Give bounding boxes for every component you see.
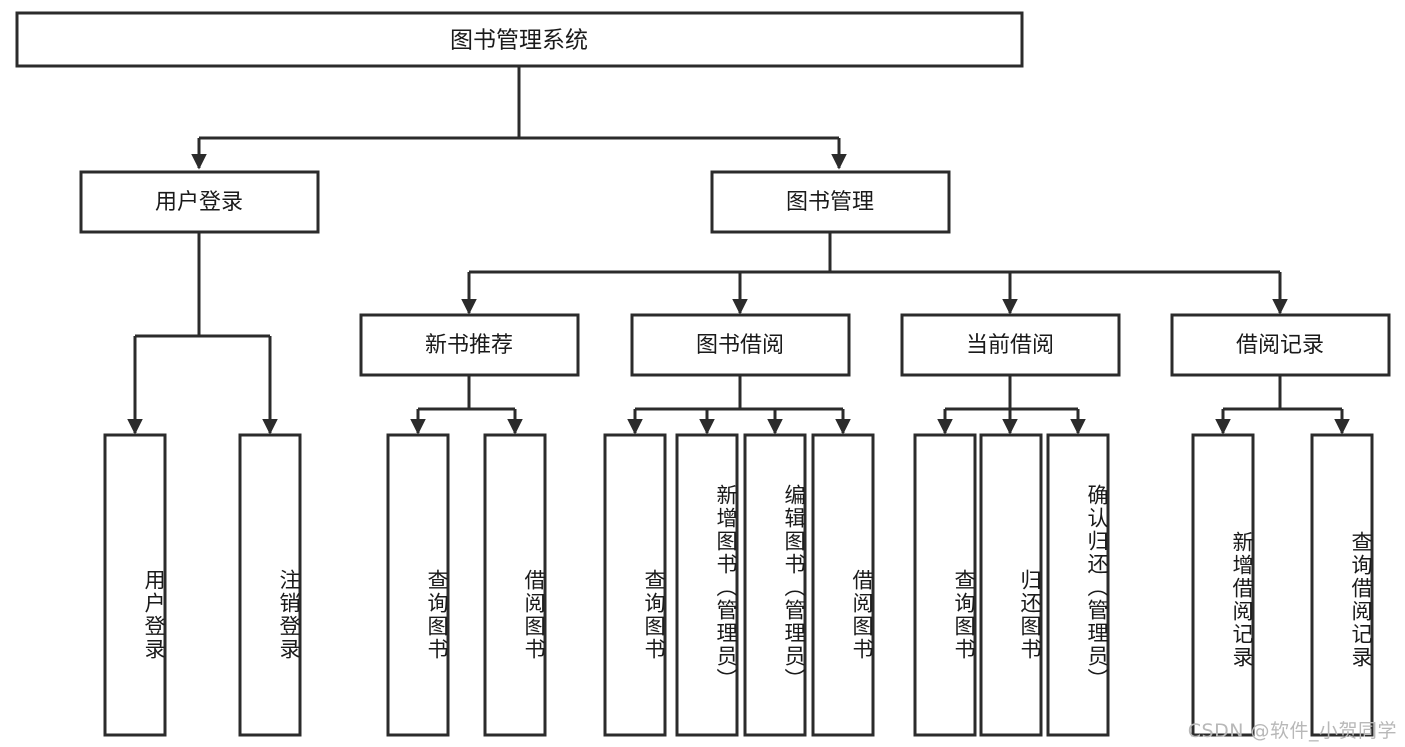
node-new-book-recommend[interactable]: 新书推荐	[359, 313, 580, 377]
node-book-management-label: 图书管理	[786, 190, 874, 215]
leaf-rect-cur-query[interactable]	[913, 433, 977, 737]
leaf-rect-bw-edit[interactable]	[743, 433, 807, 737]
leaf-rect-rec-add[interactable]	[1191, 433, 1255, 737]
leaf-rects	[103, 433, 1374, 737]
leaf-rect-cur-confirm[interactable]	[1046, 433, 1110, 737]
node-book-borrow-label: 图书借阅	[696, 333, 784, 358]
node-book-borrow[interactable]: 图书借阅	[630, 313, 851, 377]
node-user-login[interactable]: 用户登录	[79, 170, 320, 234]
leaf-rect-bw-add[interactable]	[675, 433, 739, 737]
leaf-rect-bw-query[interactable]	[603, 433, 667, 737]
leaf-rect-rec-query[interactable]	[1310, 433, 1374, 737]
connector-borrow-to-leaves	[627, 375, 851, 435]
connector-root-to-level1	[191, 66, 847, 170]
node-user-login-label: 用户登录	[155, 190, 243, 215]
leaf-rect-logout[interactable]	[238, 433, 302, 737]
node-root[interactable]: 图书管理系统	[15, 11, 1024, 68]
node-root-label: 图书管理系统	[450, 28, 588, 54]
node-current-borrow[interactable]: 当前借阅	[900, 313, 1121, 377]
leaf-rect-nb-borrow[interactable]	[483, 433, 547, 737]
node-current-borrow-label: 当前借阅	[966, 333, 1054, 358]
connector-newbook-to-leaves	[410, 375, 523, 435]
connector-current-to-leaves	[937, 375, 1086, 435]
node-new-book-recommend-label: 新书推荐	[425, 333, 513, 358]
leaf-rect-user-login[interactable]	[103, 433, 167, 737]
connector-record-to-leaves	[1215, 375, 1350, 435]
leaf-rect-bw-borrow[interactable]	[811, 433, 875, 737]
connector-userlogin-to-leaves	[127, 233, 278, 435]
node-borrow-record-label: 借阅记录	[1236, 333, 1324, 358]
leaf-rect-cur-return[interactable]	[979, 433, 1043, 737]
connector-bookmgmt-to-level2	[461, 233, 1288, 315]
node-borrow-record[interactable]: 借阅记录	[1170, 313, 1391, 377]
node-book-management[interactable]: 图书管理	[710, 170, 951, 234]
leaf-rect-nb-query[interactable]	[386, 433, 450, 737]
csdn-watermark: CSDN @软件_小贺同学	[1187, 720, 1397, 742]
